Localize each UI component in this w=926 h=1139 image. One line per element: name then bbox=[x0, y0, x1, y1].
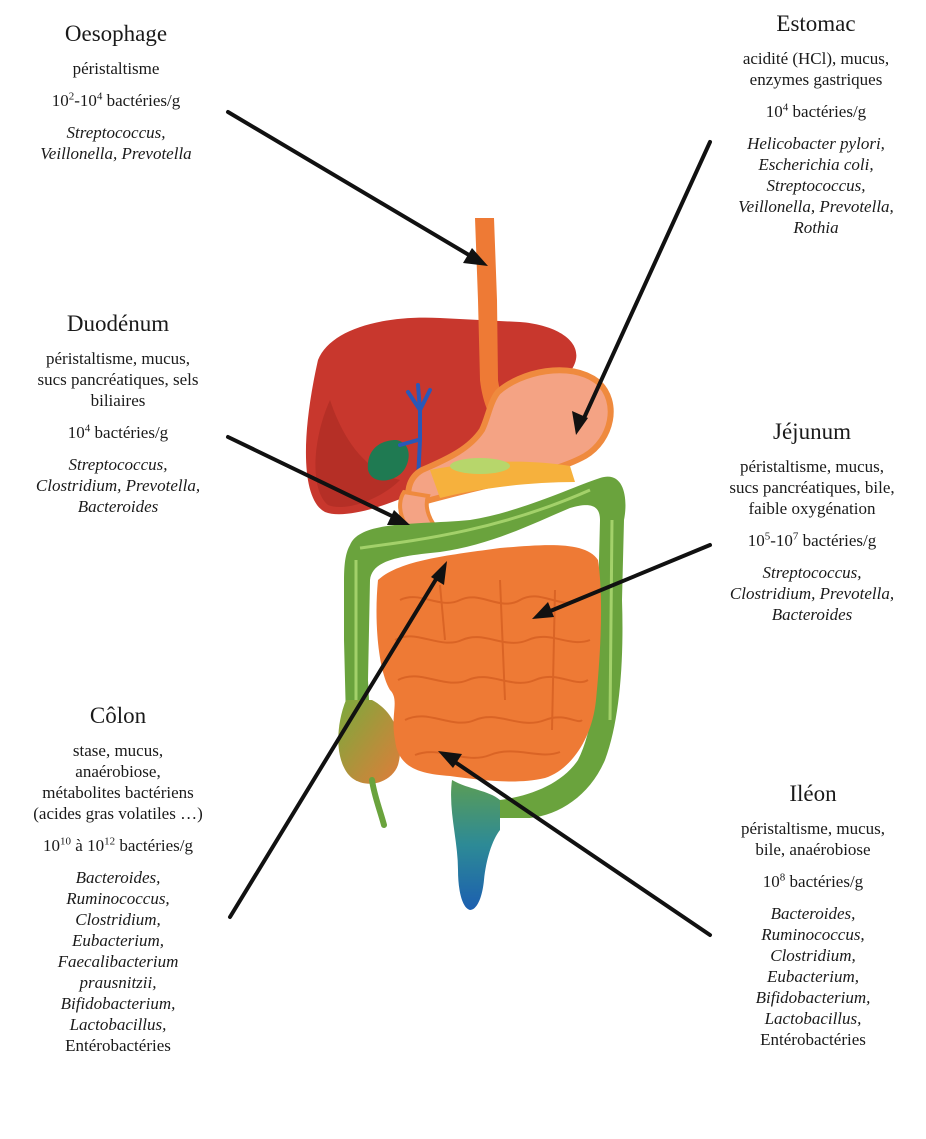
bacteria-item: Entérobactéries bbox=[0, 1035, 236, 1056]
bacteria-item: Faecalibacterium bbox=[0, 951, 236, 972]
estomac-property: enzymes gastriques bbox=[706, 69, 926, 90]
bacteria-item: Bacteroides bbox=[0, 496, 236, 517]
colon-count: 1010 à 1012 bactéries/g bbox=[0, 835, 236, 856]
ileon-property: bile, anaérobiose bbox=[700, 839, 926, 860]
duodenum-property: péristaltisme, mucus, bbox=[0, 348, 236, 369]
ileon-property: péristaltisme, mucus, bbox=[700, 818, 926, 839]
jejunum-count: 105-107 bactéries/g bbox=[698, 530, 926, 551]
jejunum-property: péristaltisme, mucus, bbox=[698, 456, 926, 477]
bacteria-item: Streptococcus, bbox=[706, 175, 926, 196]
bacteria-item: Bacteroides bbox=[698, 604, 926, 625]
jejunum-title: Jéjunum bbox=[698, 418, 926, 446]
estomac-title: Estomac bbox=[706, 10, 926, 38]
bacteria-item: Lactobacillus, bbox=[0, 1014, 236, 1035]
jejunum-property: faible oxygénation bbox=[698, 498, 926, 519]
duodenum-properties: péristaltisme, mucus, sucs pancréatiques… bbox=[0, 348, 236, 411]
estomac-properties: acidité (HCl), mucus, enzymes gastriques bbox=[706, 48, 926, 90]
rectum bbox=[451, 780, 500, 910]
jejunum-property: sucs pancréatiques, bile, bbox=[698, 477, 926, 498]
bacteria-item: Ruminococcus, bbox=[0, 888, 236, 909]
bacteria-item: Entérobactéries bbox=[700, 1029, 926, 1050]
small-intestine bbox=[377, 545, 602, 781]
bacteria-item: Streptococcus, bbox=[698, 562, 926, 583]
bacteria-item: Bifidobacterium, bbox=[700, 987, 926, 1008]
bacteria-item: prausnitzii, bbox=[0, 972, 236, 993]
bacteria-item: Clostridium, bbox=[700, 945, 926, 966]
bacteria-item: Clostridium, Prevotella, bbox=[0, 475, 236, 496]
bacteria-item: Clostridium, bbox=[0, 909, 236, 930]
bacteria-item: Bifidobacterium, bbox=[0, 993, 236, 1014]
colon-property: (acides gras volatiles …) bbox=[0, 803, 236, 824]
colon-block: Côlon stase, mucus, anaérobiose, métabol… bbox=[0, 702, 236, 1056]
oesophage-title: Oesophage bbox=[0, 20, 232, 48]
oesophage-property: péristaltisme bbox=[0, 58, 232, 79]
ileon-title: Iléon bbox=[700, 780, 926, 808]
jejunum-bacteria: Streptococcus, Clostridium, Prevotella, … bbox=[698, 562, 926, 625]
bacteria-item: Helicobacter pylori, bbox=[706, 133, 926, 154]
bacteria-item: Ruminococcus, bbox=[700, 924, 926, 945]
duodenum-property: sucs pancréatiques, sels bbox=[0, 369, 236, 390]
bacteria-item: Bacteroides, bbox=[700, 903, 926, 924]
bacteria-item: Streptococcus, bbox=[0, 454, 236, 475]
bacteria-item: Clostridium, Prevotella, bbox=[698, 583, 926, 604]
bacteria-item: Streptococcus, bbox=[0, 122, 232, 143]
arrow-oesophage bbox=[228, 112, 488, 266]
bacteria-item: Veillonella, Prevotella bbox=[0, 143, 232, 164]
jejunum-properties: péristaltisme, mucus, sucs pancréatiques… bbox=[698, 456, 926, 519]
duodenum-count: 104 bactéries/g bbox=[0, 422, 236, 443]
bacteria-item: Lactobacillus, bbox=[700, 1008, 926, 1029]
colon-properties: stase, mucus, anaérobiose, métabolites b… bbox=[0, 740, 236, 824]
bacteria-item: Bacteroides, bbox=[0, 867, 236, 888]
appendix bbox=[372, 780, 384, 825]
jejunum-block: Jéjunum péristaltisme, mucus, sucs pancr… bbox=[698, 418, 926, 625]
ileon-properties: péristaltisme, mucus, bile, anaérobiose bbox=[700, 818, 926, 860]
bacteria-item: Veillonella, Prevotella, bbox=[706, 196, 926, 217]
oesophage-count: 102-104 bactéries/g bbox=[0, 90, 232, 111]
estomac-bacteria: Helicobacter pylori, Escherichia coli, S… bbox=[706, 133, 926, 238]
bacteria-item: Rothia bbox=[706, 217, 926, 238]
caecum bbox=[338, 700, 400, 784]
colon-property: stase, mucus, bbox=[0, 740, 236, 761]
ileon-bacteria: Bacteroides, Ruminococcus, Clostridium, … bbox=[700, 903, 926, 1050]
oesophage-properties: péristaltisme bbox=[0, 58, 232, 79]
oesophage-block: Oesophage péristaltisme 102-104 bactérie… bbox=[0, 20, 232, 164]
bacteria-item: Eubacterium, bbox=[0, 930, 236, 951]
spleen bbox=[450, 458, 510, 474]
ileon-block: Iléon péristaltisme, mucus, bile, anaéro… bbox=[700, 780, 926, 1050]
oesophage-bacteria: Streptococcus, Veillonella, Prevotella bbox=[0, 122, 232, 164]
bacteria-item: Escherichia coli, bbox=[706, 154, 926, 175]
ileon-count: 108 bactéries/g bbox=[700, 871, 926, 892]
estomac-property: acidité (HCl), mucus, bbox=[706, 48, 926, 69]
estomac-block: Estomac acidité (HCl), mucus, enzymes ga… bbox=[706, 10, 926, 238]
bacteria-item: Eubacterium, bbox=[700, 966, 926, 987]
colon-bacteria: Bacteroides, Ruminococcus, Clostridium, … bbox=[0, 867, 236, 1056]
duodenum-property: biliaires bbox=[0, 390, 236, 411]
duodenum-bacteria: Streptococcus, Clostridium, Prevotella, … bbox=[0, 454, 236, 517]
duodenum-title: Duodénum bbox=[0, 310, 236, 338]
estomac-count: 104 bactéries/g bbox=[706, 101, 926, 122]
duodenum-block: Duodénum péristaltisme, mucus, sucs panc… bbox=[0, 310, 236, 517]
colon-property: anaérobiose, bbox=[0, 761, 236, 782]
colon-property: métabolites bactériens bbox=[0, 782, 236, 803]
colon-title: Côlon bbox=[0, 702, 236, 730]
